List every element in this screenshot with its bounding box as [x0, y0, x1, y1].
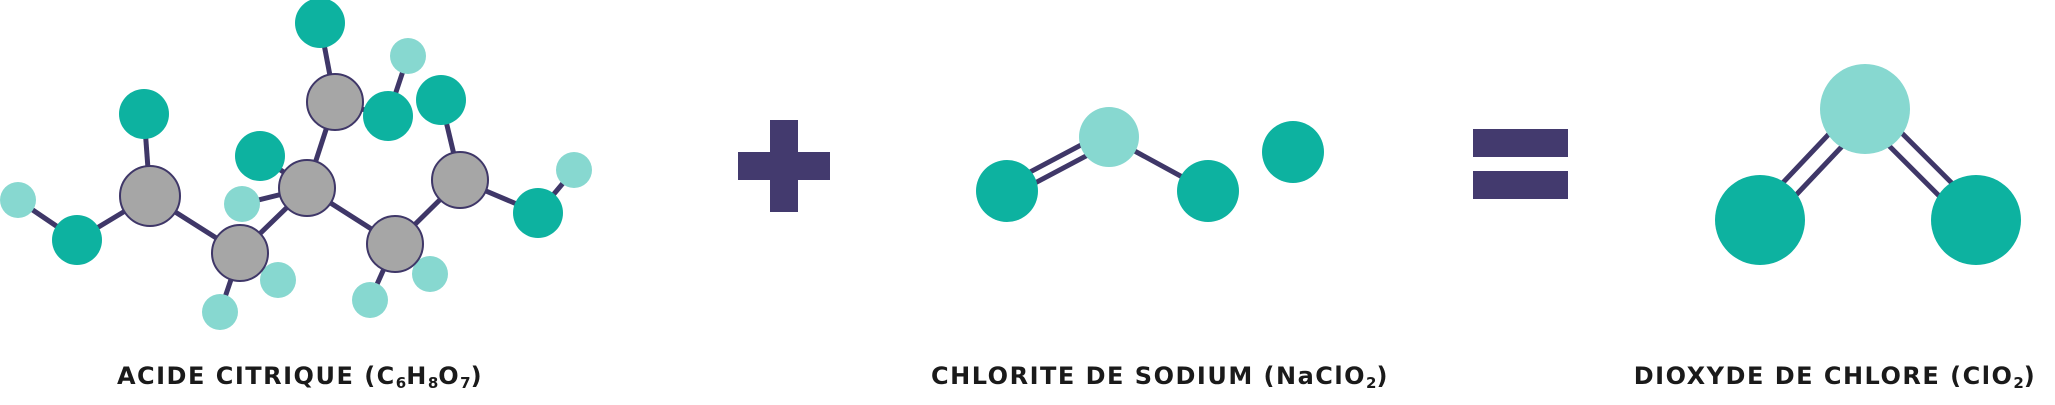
oxygen-atom	[52, 215, 102, 265]
label-text: )	[470, 362, 484, 390]
label-text: )	[2023, 362, 2037, 390]
citric-acid-label: ACIDE CITRIQUE (C6H8O7)	[40, 358, 560, 394]
hydrogen-atom	[1820, 64, 1910, 154]
oxygen-atom	[1715, 175, 1805, 265]
oxygen-atom	[416, 75, 466, 125]
plus-vertical-bar	[770, 120, 798, 212]
oxygen-atom	[119, 89, 169, 139]
hydrogen-atom	[0, 182, 36, 218]
oxygen-atom	[1931, 175, 2021, 265]
hydrogen-atom	[556, 152, 592, 188]
carbon-atom	[278, 159, 336, 217]
hydrogen-atom	[1079, 107, 1139, 167]
hydrogen-atom	[224, 186, 260, 222]
formula-subscript: 2	[2013, 374, 2024, 392]
oxygen-atom	[363, 91, 413, 141]
hydrogen-atom	[202, 294, 238, 330]
carbon-atom	[431, 151, 489, 209]
label-text: CHLORITE DE SODIUM (NaClO	[931, 362, 1367, 390]
label-text: ACIDE CITRIQUE (C	[116, 362, 396, 390]
equals-top-bar	[1473, 129, 1568, 157]
hydrogen-atom	[412, 256, 448, 292]
oxygen-atom	[513, 188, 563, 238]
oxygen-atom	[976, 160, 1038, 222]
chlorine-dioxide-label: DIOXYDE DE CHLORE (ClO2)	[1620, 358, 2050, 394]
formula-subscript: 7	[460, 374, 471, 392]
carbon-atom	[306, 73, 364, 131]
carbon-atom	[366, 215, 424, 273]
formula-subscript: 2	[1366, 374, 1377, 392]
oxygen-atom	[1262, 121, 1324, 183]
hydrogen-atom	[260, 262, 296, 298]
formula-subscript: 6	[395, 374, 407, 392]
label-text: H	[406, 362, 428, 390]
sodium-chlorite-label: CHLORITE DE SODIUM (NaClO2)	[880, 358, 1440, 394]
carbon-atom	[211, 224, 269, 282]
label-text: )	[1376, 362, 1389, 390]
label-text: O	[438, 362, 461, 390]
hydrogen-atom	[352, 282, 388, 318]
equals-bottom-bar	[1473, 171, 1568, 199]
oxygen-atom	[1177, 160, 1239, 222]
hydrogen-atom	[390, 38, 426, 74]
label-text: DIOXYDE DE CHLORE (ClO	[1633, 362, 2014, 390]
oxygen-atom	[295, 0, 345, 48]
formula-subscript: 8	[427, 374, 439, 392]
carbon-atom	[119, 165, 181, 227]
oxygen-atom	[235, 131, 285, 181]
